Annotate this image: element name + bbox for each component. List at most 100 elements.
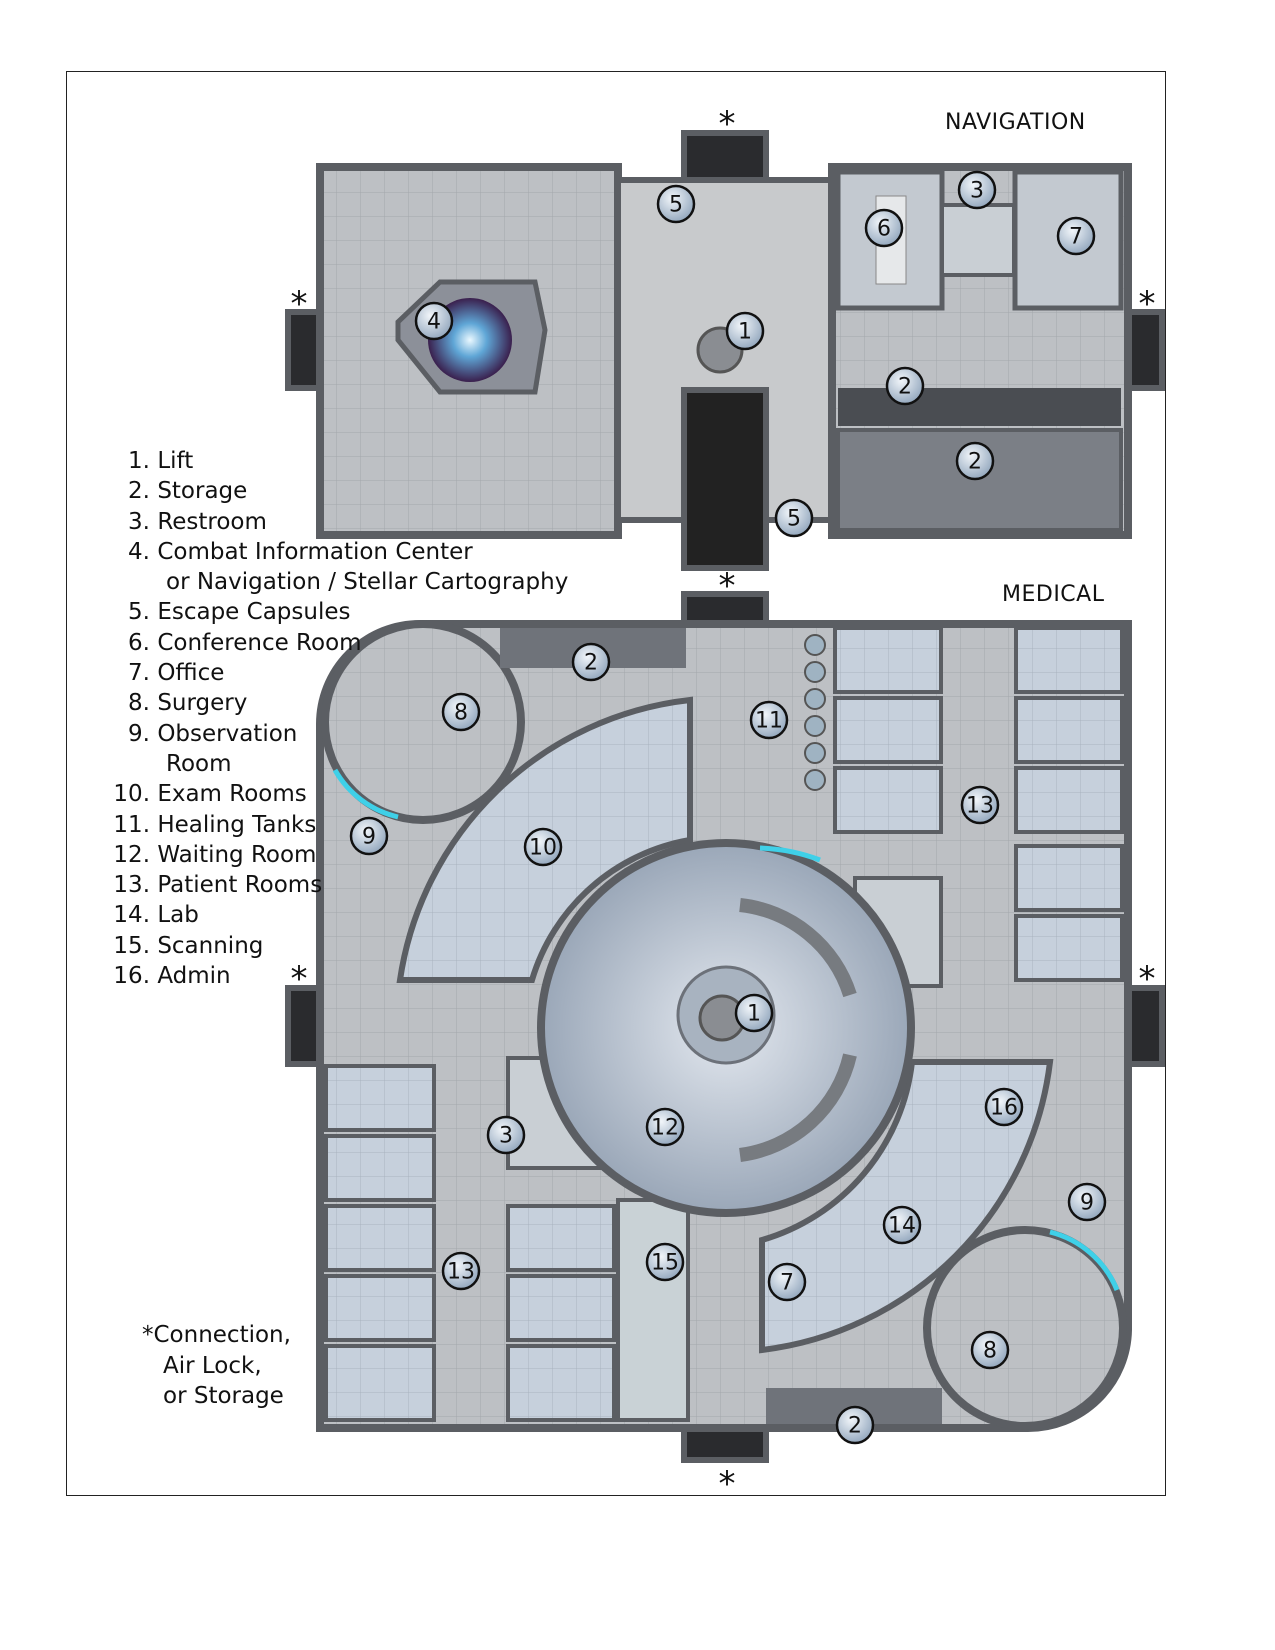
room-marker-nav: 6: [864, 208, 904, 248]
waiting-accent: [759, 845, 821, 863]
legend-number: 9.: [128, 720, 150, 747]
room-marker-nav: 1: [725, 311, 765, 351]
marker-number: 2: [968, 450, 982, 475]
marker-circle: [835, 1405, 875, 1445]
marker-circle: [1067, 1182, 1107, 1222]
deck-title-medical: MEDICAL: [1002, 582, 1105, 607]
room-marker-med: 11: [749, 700, 789, 740]
legend-item: 14. Lab: [108, 900, 568, 930]
legend-item: 13. Patient Rooms: [108, 870, 568, 900]
legend-number: 7.: [128, 660, 150, 687]
room-marker-med: 10: [523, 827, 563, 867]
marker-number: 14: [888, 1214, 916, 1239]
legend-number: 15.: [113, 932, 150, 959]
marker-number: 1: [747, 1002, 761, 1027]
waiting-bench-bottom: [739, 1053, 857, 1162]
marker-circle: [960, 785, 1000, 825]
marker-number: 10: [529, 836, 557, 861]
marker-circle: [957, 170, 997, 210]
marker-number: 6: [877, 217, 891, 242]
healing-tanks: [804, 634, 826, 791]
room-marker-med: 14: [882, 1205, 922, 1245]
room-marker-med: 3: [486, 1115, 526, 1155]
connection-star: *: [719, 566, 736, 606]
legend-number: 13.: [113, 872, 150, 899]
marker-number: 3: [499, 1124, 513, 1149]
marker-number: 1: [738, 320, 752, 345]
surgery-bottom-right: [923, 1226, 1127, 1430]
room-marker-med: 7: [767, 1262, 807, 1302]
marker-circle: [523, 827, 563, 867]
lab-arc: [759, 1059, 1054, 1354]
room-marker-med: 16: [984, 1087, 1024, 1127]
legend-label: Admin: [157, 963, 231, 990]
marker-number: 12: [651, 1116, 679, 1141]
observation-window-right: [1049, 1229, 1120, 1291]
room-marker-nav: 2: [885, 366, 925, 406]
patient-rooms-right: [833, 626, 1124, 982]
marker-number: 8: [454, 701, 468, 726]
legend-item: 12. Waiting Room: [108, 840, 568, 870]
legend-label: Healing Tanks: [157, 811, 317, 838]
room-marker-nav: 5: [656, 184, 696, 224]
marker-circle: [774, 498, 814, 538]
legend-label: Patient Rooms: [157, 872, 323, 899]
marker-number: 11: [755, 709, 783, 734]
marker-circle: [734, 993, 774, 1033]
room-marker-med: 13: [441, 1251, 481, 1291]
marker-number: 7: [1069, 225, 1083, 250]
legend-number: 14.: [113, 902, 150, 929]
marker-circle: [749, 700, 789, 740]
marker-number: 9: [1080, 1191, 1094, 1216]
room-marker-med: 9: [349, 816, 389, 856]
marker-circle: [984, 1087, 1024, 1127]
connection-star: *: [1139, 959, 1156, 999]
marker-number: 13: [447, 1260, 475, 1285]
medical-deck: [285, 591, 1165, 1463]
room-marker-med: 2: [835, 1405, 875, 1445]
marker-circle: [955, 441, 995, 481]
marker-circle: [656, 184, 696, 224]
legend-number: 8.: [128, 690, 150, 717]
marker-number: 2: [848, 1414, 862, 1439]
room-marker-nav: 3: [957, 170, 997, 210]
marker-number: 7: [780, 1271, 794, 1296]
patient-rooms-left: [324, 1064, 616, 1422]
room-marker-med: 15: [645, 1242, 685, 1282]
marker-number: 5: [669, 193, 683, 218]
legend-number: 1.: [128, 448, 150, 474]
room-marker-med: 2: [571, 642, 611, 682]
marker-circle: [725, 311, 765, 351]
marker-circle: [571, 642, 611, 682]
marker-circle: [441, 692, 481, 732]
legend-number: 4.: [128, 538, 150, 565]
legend-label: Conference Room: [157, 629, 362, 656]
marker-number: 8: [983, 1339, 997, 1364]
marker-number: 4: [427, 310, 441, 335]
legend-label-continued: or Navigation / Stellar Cartography: [166, 569, 569, 596]
legend-label: Combat Information Center: [157, 538, 473, 565]
room-marker-med: 1: [734, 993, 774, 1033]
connection-star: *: [1139, 284, 1156, 324]
legend-number: 2.: [128, 478, 150, 505]
legend-item: 7. Office: [108, 658, 568, 688]
surgery-top-left: [321, 620, 525, 824]
legend-number: 5.: [128, 599, 150, 626]
marker-number: 5: [787, 507, 801, 532]
legend-label: Lift: [157, 448, 194, 474]
legend-item: 9. Observation: [108, 719, 568, 749]
marker-circle: [414, 301, 454, 341]
legend-label-continued: Room: [166, 750, 232, 777]
room-marker-med: 12: [645, 1107, 685, 1147]
marker-number: 13: [966, 794, 994, 819]
waiting-bench-top: [739, 898, 857, 998]
connection-star: *: [291, 284, 308, 324]
legend-label: Office: [157, 660, 225, 687]
legend-label: Exam Rooms: [157, 781, 307, 808]
legend-label: Surgery: [157, 690, 248, 717]
legend-number: 3.: [128, 508, 150, 535]
star-symbol: *: [142, 1322, 154, 1348]
